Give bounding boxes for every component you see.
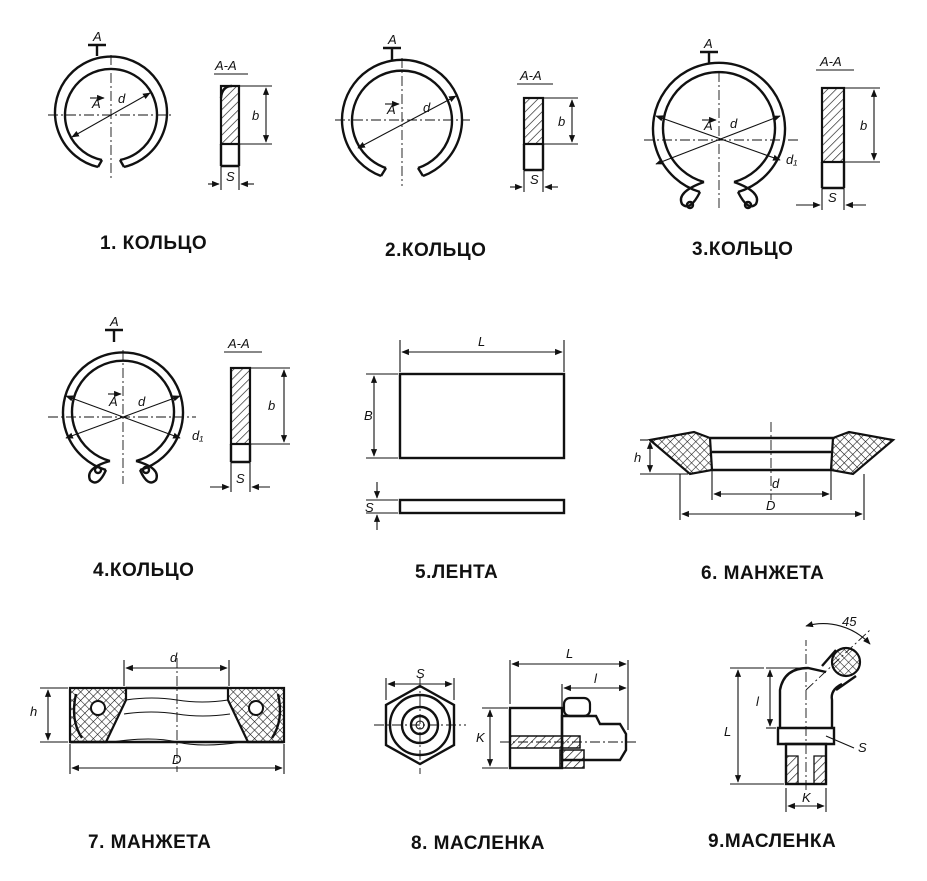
ring-1-width-label: b <box>252 108 259 123</box>
caption-ring-4: 4.КОЛЬЦО <box>93 560 195 581</box>
ring-3-drawing <box>644 50 880 210</box>
cuff-6-inner-label: d <box>772 476 780 491</box>
strip-length-label: L <box>478 334 485 349</box>
oiler-9-thread-len-label: l <box>756 694 760 709</box>
ring-2-width-label: b <box>558 114 565 129</box>
caption-ring-1: 1. КОЛЬЦО <box>100 233 208 254</box>
oiler-9-thread-label: K <box>802 790 812 805</box>
oiler-9-angle-label: 45 <box>842 614 857 629</box>
cuff-6-drawing <box>640 422 896 520</box>
ring-1-cut-label: A <box>92 29 102 44</box>
cuff-7-height-label: h <box>30 704 37 719</box>
cuff-7-inner-label: d <box>170 650 178 665</box>
ring-1-drawing <box>48 43 272 190</box>
ring-2-cut-label: A <box>387 32 397 47</box>
oiler-9-hex-label: S <box>858 740 867 755</box>
oiler-9-drawing <box>730 621 871 812</box>
ring-2-drawing <box>335 46 578 192</box>
ring-3-cut-label-inner: A <box>703 118 713 133</box>
ring-1-thick-label: S <box>226 169 235 184</box>
ring-1-cut-label-inner: A <box>91 96 101 111</box>
ring-4-dia-label: d <box>138 394 146 409</box>
oiler-8-drawing <box>374 660 636 774</box>
oiler-8-length-label: L <box>566 646 573 661</box>
strip-thick-label: S <box>365 500 374 515</box>
ring-2-thick-label: S <box>530 172 539 187</box>
caption-oiler-8: 8. МАСЛЕНКА <box>411 833 545 854</box>
strip-width-label: B <box>364 408 373 423</box>
caption-ring-2: 2.КОЛЬЦО <box>385 240 487 261</box>
oiler-8-thread-len-label: l <box>594 671 598 686</box>
cuff-6-outer-label: D <box>766 498 775 513</box>
ring-3-dia1-label: d₁ <box>786 152 797 167</box>
ring-4-drawing <box>48 328 290 492</box>
caption-cuff-6: 6. МАНЖЕТА <box>701 563 825 584</box>
ring-4-cut-label: A <box>109 314 119 329</box>
oiler-9-length-label: L <box>724 724 731 739</box>
ring-4-thick-label: S <box>236 471 245 486</box>
ring-3-dia-label: d <box>730 116 738 131</box>
caption-cuff-7: 7. МАНЖЕТА <box>88 832 212 853</box>
ring-4-cut-label-inner: A <box>108 394 118 409</box>
oiler-8-thread-label: K <box>476 730 486 745</box>
ring-2-cut-label-inner: A <box>386 102 396 117</box>
cuff-7-drawing <box>40 658 286 774</box>
ring-3-section-label: A-A <box>819 54 842 69</box>
caption-ring-3: 3.КОЛЬЦО <box>692 239 794 260</box>
oiler-8-hex-label: S <box>416 666 425 681</box>
ring-1-dia-label: d <box>118 91 126 106</box>
ring-2-section-label: A-A <box>519 68 542 83</box>
ring-1-section-label: A-A <box>214 58 237 73</box>
cuff-6-height-label: h <box>634 450 641 465</box>
ring-3-thick-label: S <box>828 190 837 205</box>
ring-3-cut-label: A <box>703 36 713 51</box>
cuff-7-outer-label: D <box>172 752 181 767</box>
caption-strip: 5.ЛЕНТА <box>415 562 499 583</box>
caption-oiler-9: 9.МАСЛЕНКА <box>708 831 837 852</box>
ring-3-width-label: b <box>860 118 867 133</box>
ring-4-section-label: A-A <box>227 336 250 351</box>
ring-4-width-label: b <box>268 398 275 413</box>
ring-2-dia-label: d <box>423 100 431 115</box>
strip-drawing <box>366 340 566 530</box>
ring-4-dia1-label: d₁ <box>192 428 203 443</box>
